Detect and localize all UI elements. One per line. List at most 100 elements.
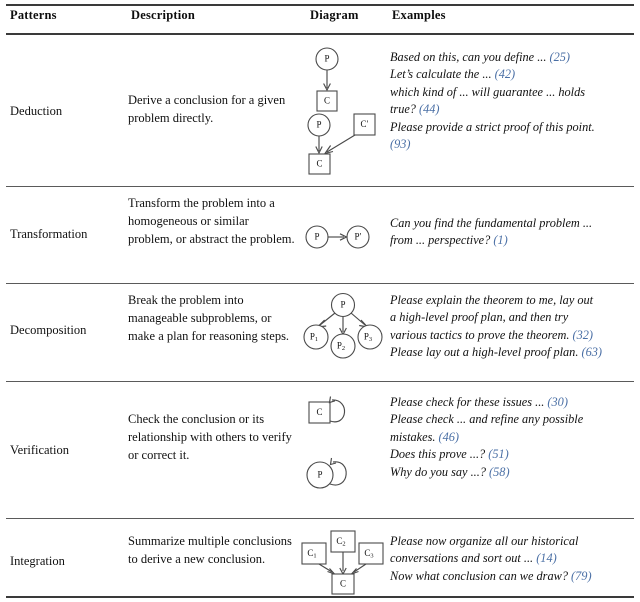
example-line: Please check for these issues ... (30) — [390, 394, 638, 411]
diagram-node-p — [306, 461, 334, 489]
example-text: Now what conclusion can we draw? — [390, 568, 572, 583]
table-rule-header — [6, 33, 634, 35]
example-line: Please explain the theorem to me, lay ou… — [390, 292, 638, 309]
citation: (14) — [536, 551, 557, 566]
example-line: conversations and sort out ... (14) — [390, 550, 638, 567]
diagram-node-label: C3 — [364, 548, 373, 560]
example-line: Can you find the fundamental problem ... — [390, 215, 638, 232]
citation: (46) — [438, 429, 460, 444]
example-line: Please now organize all our historical — [390, 533, 638, 550]
example-line: Based on this, can you define ... (25) — [390, 49, 638, 66]
example-text: Let’s calculate the ... — [390, 67, 495, 82]
example-text: Please lay out a high-level proof plan. — [390, 345, 582, 360]
example-line: Let’s calculate the ... (42) — [390, 66, 638, 83]
pattern-diagram-decomposition: P P1 P2 P3 — [300, 292, 386, 364]
diagram-edge — [353, 563, 367, 573]
diagram-node-label: C — [340, 579, 346, 589]
example-line: a high-level proof plan, and then try — [390, 309, 638, 326]
diagram-node-p1 — [303, 324, 329, 350]
pattern-diagram-deduction: P C P C′ C — [300, 46, 386, 176]
citation: (79) — [571, 568, 592, 583]
diagram-self-loop — [329, 461, 347, 486]
pattern-description: Transform the problem into a homogeneous… — [128, 196, 295, 246]
diagram-node-c-final — [331, 573, 355, 595]
column-header-diagram: Diagram — [310, 8, 359, 22]
example-line: mistakes. (46) — [390, 429, 638, 446]
pattern-description: Summarize multiple conclusions to derive… — [128, 534, 292, 566]
example-text: mistakes. — [390, 429, 439, 444]
diagram-node-label: P — [314, 232, 319, 242]
table-rule-2 — [6, 283, 634, 285]
example-line: Please provide a strict proof of this po… — [390, 119, 638, 136]
table-rule-4 — [6, 518, 634, 520]
table-rule-3 — [6, 381, 634, 383]
example-line: various tactics to prove the theorem. (3… — [390, 327, 638, 344]
diagram-node-label: C1 — [307, 548, 316, 560]
example-text: Please check ... and refine any possible — [390, 412, 584, 427]
example-line: from ... perspective? (1) — [390, 232, 638, 249]
diagram-edge — [350, 312, 366, 326]
diagram-node-p — [330, 292, 356, 318]
example-text: Please check for these issues ... — [390, 395, 548, 409]
diagram-arrowhead — [329, 457, 337, 466]
example-text: a high-level proof plan, and then try — [390, 310, 569, 325]
diagram-node-label: P — [317, 470, 322, 480]
diagram-node-label: P — [324, 54, 329, 64]
example-line: Please check ... and refine any possible — [390, 411, 638, 428]
pattern-name: Decomposition — [10, 323, 87, 337]
diagram-edge — [319, 312, 336, 326]
citation: (93) — [390, 137, 411, 152]
pattern-diagram-integration: C2 C1 C3 C — [300, 530, 386, 595]
diagram-node-label: P′ — [355, 232, 362, 242]
pattern-name: Integration — [10, 554, 65, 568]
pattern-name: Verification — [10, 443, 70, 457]
pattern-description: Derive a conclusion for a given problem … — [128, 93, 286, 125]
diagram-arrowhead — [328, 396, 336, 404]
diagram-node-pprime — [346, 225, 370, 249]
diagram-self-loop — [329, 399, 346, 423]
citation: (44) — [419, 102, 440, 117]
diagram-node-label: P1 — [310, 332, 318, 344]
example-text: which kind of ... will guarantee ... hol… — [390, 84, 586, 99]
column-header-examples: Examples — [392, 8, 446, 22]
diagram-node-p-top — [315, 47, 339, 71]
example-text: Does this prove ...? — [390, 447, 489, 462]
diagram-node-label: C′ — [361, 119, 369, 129]
example-line: Now what conclusion can we draw? (79) — [390, 568, 638, 585]
diagram-node-c3 — [358, 542, 384, 565]
citation: (1) — [493, 233, 508, 248]
diagram-node-p2 — [330, 333, 356, 359]
diagram-node-label: C2 — [336, 536, 345, 548]
diagram-edge — [326, 134, 356, 153]
diagram-node-label: P2 — [337, 341, 345, 353]
citation: (42) — [494, 67, 516, 82]
diagram-node-c1 — [301, 542, 327, 565]
example-text: true? — [390, 102, 420, 117]
table-rule-1 — [6, 186, 634, 188]
example-text: Based on this, can you define ... — [390, 50, 550, 64]
table-rule-top — [6, 4, 634, 6]
pattern-description: Check the conclusion or its relationship… — [128, 412, 292, 462]
pattern-description: Break the problem into manageable subpro… — [128, 293, 290, 343]
pattern-examples: Please now organize all our historical c… — [390, 533, 638, 585]
diagram-node-c-final — [308, 153, 331, 175]
pattern-diagram-verification: C P — [300, 393, 386, 505]
pattern-diagram-transformation: P P′ — [300, 222, 386, 252]
diagram-arrowhead — [315, 146, 323, 155]
example-text: from ... perspective? — [390, 233, 494, 248]
citation: (63) — [581, 345, 602, 360]
example-text: Please explain the theorem to me, lay ou… — [390, 293, 594, 307]
pattern-examples: Please check for these issues ... (30) P… — [390, 394, 638, 481]
pattern-name: Deduction — [10, 104, 63, 118]
pattern-name: Transformation — [10, 227, 88, 241]
citation: (58) — [489, 464, 510, 479]
example-text: Please provide a strict proof of this po… — [390, 119, 595, 134]
diagram-node-label: C — [324, 96, 330, 106]
example-line: Please lay out a high-level proof plan. … — [390, 344, 638, 361]
diagram-node-label: P — [316, 120, 321, 130]
citation: (25) — [549, 50, 571, 64]
example-text: various tactics to prove the theorem. — [390, 327, 573, 342]
example-line: Does this prove ...? (51) — [390, 446, 638, 463]
pattern-examples: Can you find the fundamental problem ...… — [390, 215, 638, 250]
